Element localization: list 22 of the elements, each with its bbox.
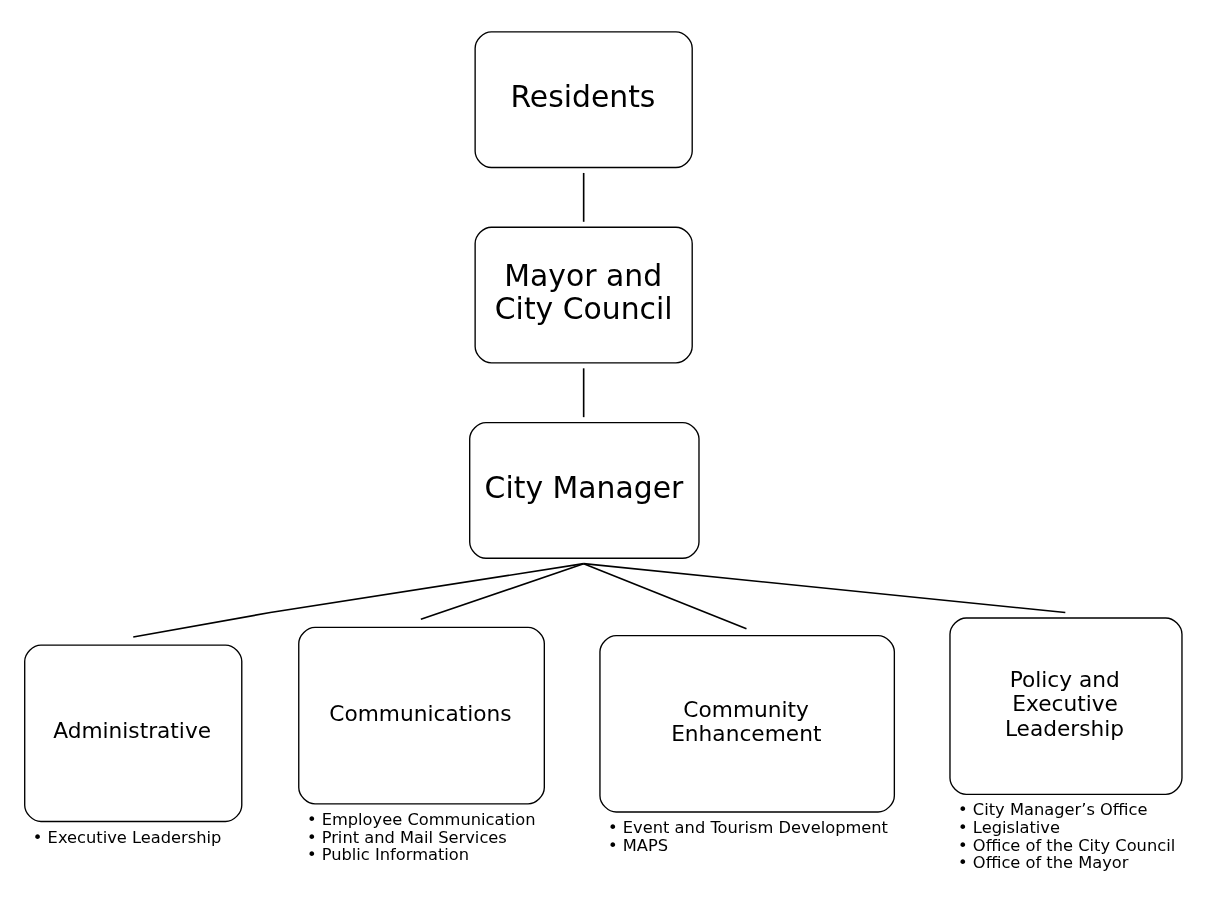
connector <box>582 562 1067 614</box>
node-box: Administrative <box>24 644 243 823</box>
node-label: • Employee Communication <box>306 809 536 829</box>
node-label: • Public Information <box>306 845 470 865</box>
node-label: • City Manager’s Office <box>958 800 1148 820</box>
node-box: Residents <box>474 31 693 169</box>
node-label: • Executive Leadership <box>32 827 222 847</box>
node-label: • Event and Tourism Development <box>608 818 889 838</box>
connector <box>132 562 585 638</box>
node-box: Policy and Executive Leadership <box>949 617 1183 795</box>
node-label: • Office of the City Council <box>958 835 1176 855</box>
node-label: • Office of the Mayor <box>958 853 1129 873</box>
node-box: Communications <box>298 626 545 805</box>
connector <box>582 367 585 418</box>
connector <box>420 562 585 621</box>
node-box: Community Enhancement <box>599 634 896 813</box>
node-label: • Print and Mail Services <box>306 827 507 847</box>
node-box: Mayor and City Council <box>474 226 693 364</box>
node-box: City Manager <box>469 421 700 559</box>
node-label: • Legislative <box>958 818 1061 838</box>
node-label: • MAPS <box>608 835 669 855</box>
connector <box>582 172 585 223</box>
